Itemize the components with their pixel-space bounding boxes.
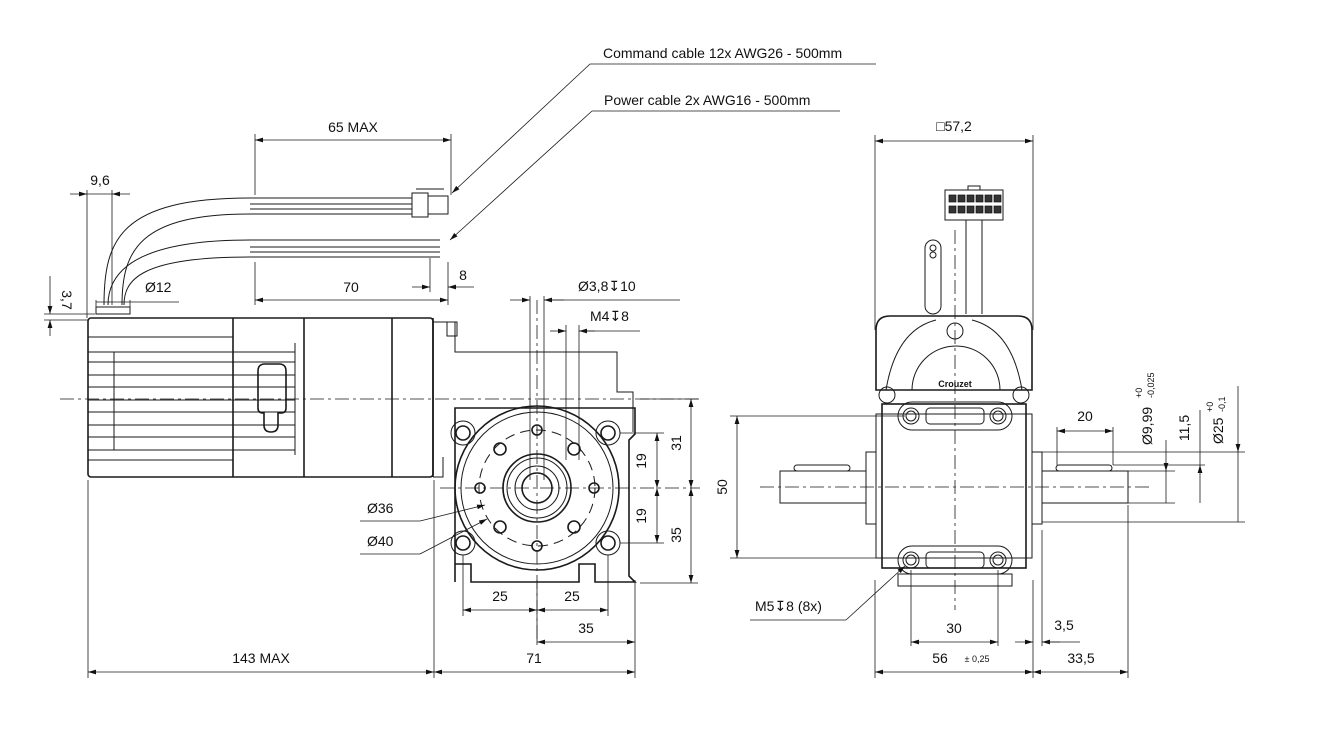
dim-boss-tol-upper: +0: [1205, 402, 1215, 412]
dim-shaft-tol-lower: -0,025: [1146, 372, 1156, 398]
dim-overall-length: 143 MAX: [232, 650, 290, 666]
dim-v-upper-19: 19: [633, 453, 649, 469]
dim-v-lower-19: 19: [633, 508, 649, 524]
gearbox-right-view: Crouzet: [760, 185, 1150, 610]
dim-v-31: 31: [668, 435, 684, 451]
motor-side-view: [60, 188, 700, 478]
cooling-fins: [88, 336, 296, 461]
dim-shaft-diameter: Ø9,99: [1139, 407, 1155, 445]
mount-thread-callout: M5↧8 (8x): [755, 598, 822, 614]
dim-strip-length: 8: [459, 267, 467, 283]
dim-boss-diameter: Ø25: [1210, 417, 1226, 444]
command-cable-label: Command cable 12x AWG26 - 500mm: [603, 45, 842, 61]
command-connector-end: [944, 189, 1004, 221]
dim-cable-offset: 9,6: [90, 172, 110, 188]
dim-h-35: 35: [578, 620, 594, 636]
dim-pcd-inner: Ø36: [367, 500, 394, 516]
dim-h-right-25: 25: [564, 588, 580, 604]
dim-power-cable-length: 70: [343, 279, 359, 295]
dim-key-length: 20: [1077, 408, 1093, 424]
dim-width-71: 71: [526, 650, 542, 666]
dim-hole-b: M4↧8: [590, 308, 629, 324]
motor-connector-plate: [257, 363, 287, 433]
motor-housing: [87, 317, 434, 478]
cable-gland: [95, 306, 131, 315]
right-view-dimensions: □57,2 50 20 Ø9,99 +0 -0,025 11,5 Ø25 +0 …: [714, 118, 1245, 678]
dim-v-35: 35: [668, 527, 684, 543]
command-connector: [411, 192, 429, 218]
dim-key-height: 11,5: [1176, 415, 1192, 441]
dim-square: □57,2: [936, 118, 972, 134]
side-view-dimensions: 65 MAX 9,6 3,7 Ø12 70 8 143 MAX: [44, 119, 474, 678]
dim-flange: 3,5: [1054, 617, 1074, 633]
dim-cable-height: 3,7: [59, 290, 75, 310]
dim-hole-a: Ø3,8↧10: [578, 278, 636, 294]
front-view-dimensions: Ø3,8↧10 M4↧8 Ø36 Ø40 19 19 31 35 2: [360, 278, 698, 678]
dim-pcd-outer: Ø40: [367, 533, 394, 549]
command-cable-callout: Command cable 12x AWG26 - 500mm: [451, 45, 876, 194]
dim-shaft-length: 33,5: [1067, 650, 1094, 666]
power-cable-callout: Power cable 2x AWG16 - 500mm: [449, 92, 840, 241]
dim-cable-diameter: Ø12: [145, 279, 172, 295]
dim-boss-tol-lower: -0,1: [1217, 396, 1227, 412]
dim-cable-length-max: 65 MAX: [328, 119, 378, 135]
power-cable-label: Power cable 2x AWG16 - 500mm: [604, 92, 810, 108]
dim-height-50: 50: [714, 479, 730, 495]
dim-base-tolerance: ± 0,25: [965, 654, 990, 664]
dim-hole-spacing: 30: [946, 620, 962, 636]
dim-base-width: 56: [932, 650, 948, 666]
dim-shaft-tol-upper: +0: [1134, 388, 1144, 398]
dim-h-left-25: 25: [492, 588, 508, 604]
